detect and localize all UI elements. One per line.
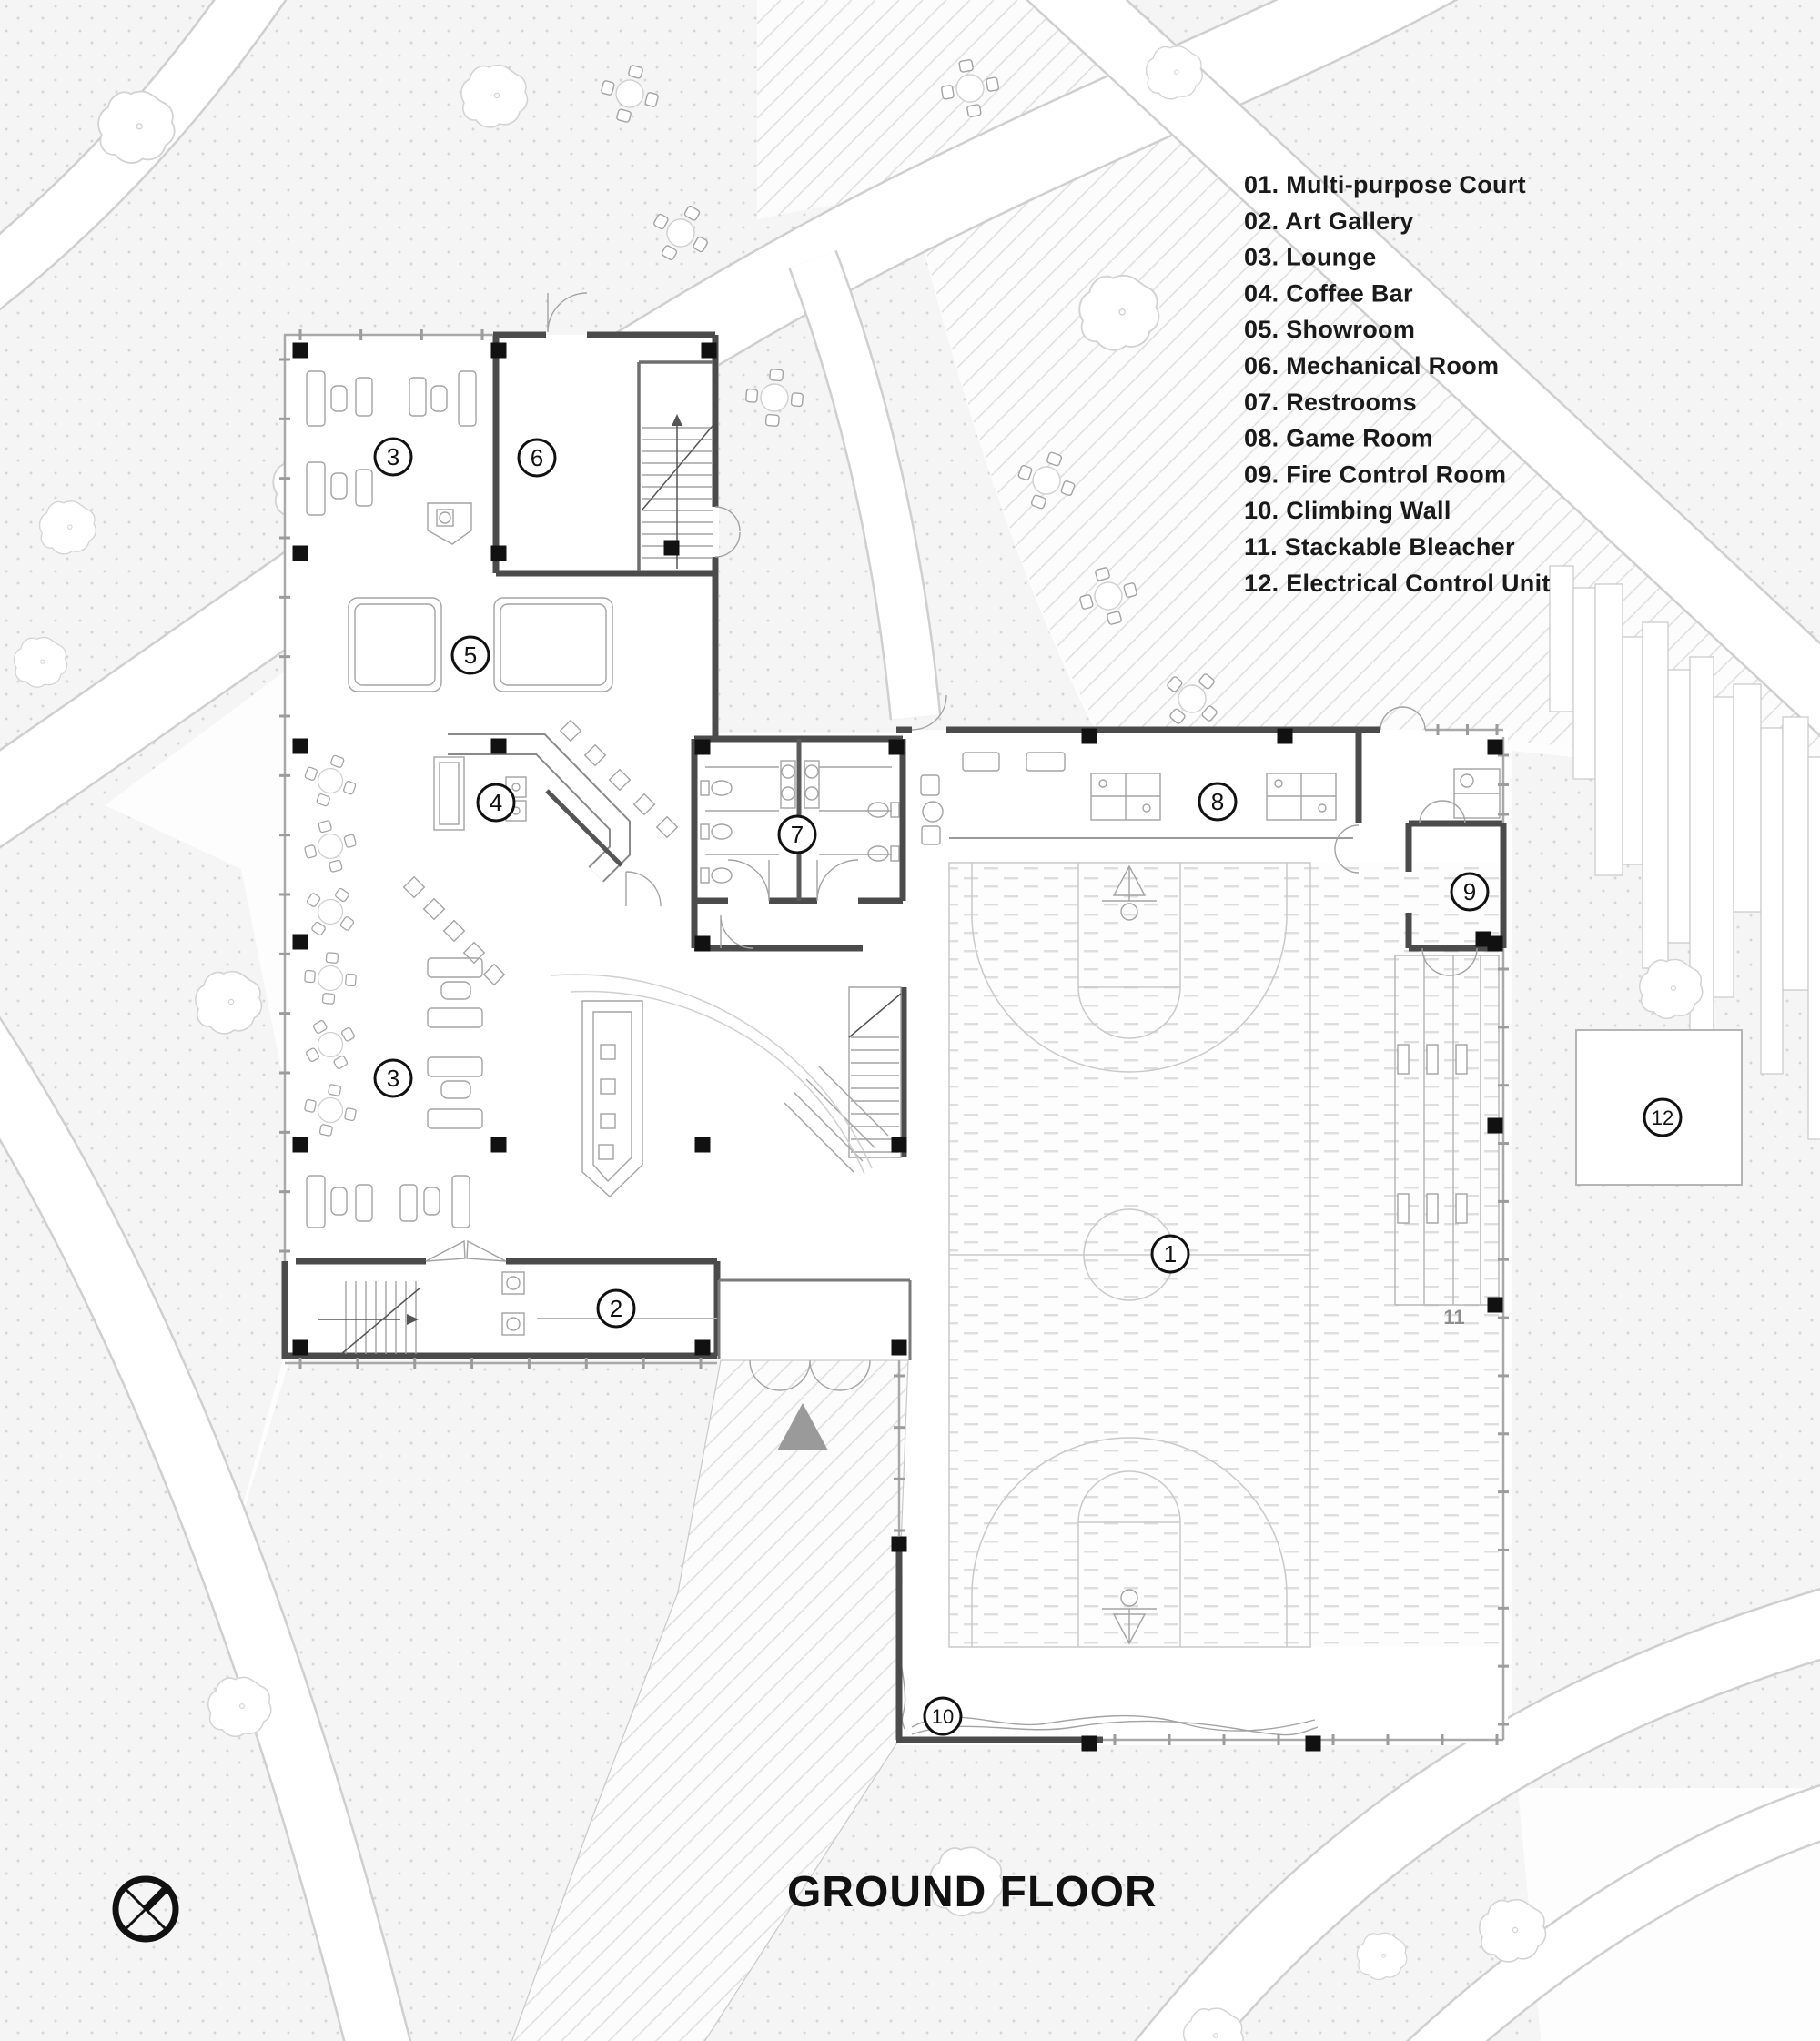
room-marker-8: 8	[1198, 782, 1238, 822]
stair-lobby	[551, 974, 902, 1175]
structural-columns	[292, 342, 1503, 1752]
lawn-area	[1512, 751, 1820, 1788]
bleacher-number-label: 11	[1443, 1306, 1464, 1329]
paver-planks	[1549, 565, 1820, 1140]
toilet-icon	[700, 780, 733, 796]
legend-item-08: 08. Game Room	[1244, 425, 1433, 452]
legend-item-01: 01. Multi-purpose Court	[1244, 171, 1526, 198]
furniture	[294, 370, 1501, 1336]
tree-icon	[1078, 274, 1160, 351]
room-marker-5: 5	[450, 635, 490, 675]
svg-text:3: 3	[387, 1065, 399, 1092]
tree-icon	[97, 90, 176, 164]
restroom-fixtures	[700, 760, 900, 884]
room-marker-2: 2	[596, 1288, 636, 1329]
svg-text:1: 1	[1164, 1240, 1177, 1268]
north-arrow-icon	[112, 1875, 179, 1943]
room-marker-9: 9	[1450, 872, 1490, 912]
multi-purpose-court	[948, 862, 1500, 1648]
ping-pong-table-icon	[1266, 773, 1337, 821]
coffee-bar	[402, 719, 679, 1197]
room-marker-4: 4	[476, 783, 516, 823]
basketball-hoop-icon	[1102, 1589, 1157, 1645]
page-title: GROUND FLOOR	[787, 1868, 1158, 1916]
game-room-furniture	[920, 752, 1501, 845]
tree-icon	[38, 500, 96, 555]
svg-text:2: 2	[610, 1295, 622, 1322]
legend-item-06: 06. Mechanical Room	[1244, 352, 1499, 379]
tree-icon	[1639, 958, 1704, 1019]
room-marker-10: 10	[923, 1696, 963, 1736]
room-marker-7: 7	[777, 814, 817, 854]
toilet-icon	[867, 845, 900, 862]
toilet-icon	[700, 867, 733, 884]
legend-item-07: 07. Restrooms	[1244, 389, 1417, 416]
room-marker-12: 12	[1643, 1097, 1683, 1137]
showroom-platforms	[348, 597, 613, 692]
svg-text:8: 8	[1211, 788, 1224, 815]
stair-gallery	[318, 1281, 421, 1355]
svg-text:3: 3	[387, 443, 399, 470]
toilet-icon	[867, 802, 900, 818]
svg-text:5: 5	[464, 642, 477, 669]
tree-icon	[13, 636, 68, 688]
room-marker-3: 3	[373, 437, 413, 477]
entrance-triangle-icon	[777, 1403, 828, 1450]
svg-text:12: 12	[1652, 1106, 1673, 1129]
svg-text:6: 6	[531, 444, 543, 471]
legend-item-02: 02. Art Gallery	[1244, 207, 1414, 235]
stackable-bleacher	[1394, 955, 1500, 1306]
entry-walkway	[511, 1359, 909, 2041]
room-marker-6: 6	[517, 438, 557, 478]
svg-text:9: 9	[1463, 878, 1476, 905]
doors	[425, 292, 1478, 1391]
ping-pong-table-icon	[1090, 773, 1161, 821]
tree-icon	[1479, 1898, 1547, 1963]
window-bands	[279, 329, 1509, 1745]
tree-icon	[1356, 1932, 1408, 1981]
room-marker-3: 3	[373, 1058, 413, 1098]
tree-icon	[207, 1676, 272, 1737]
stairs	[318, 414, 902, 1355]
lounge-upper-furniture	[306, 370, 477, 545]
building	[279, 292, 1743, 2041]
legend-item-09: 09. Fire Control Room	[1244, 460, 1506, 488]
svg-text:4: 4	[490, 789, 502, 816]
tree-icon	[1145, 45, 1203, 100]
legend: 01. Multi-purpose Court 02. Art Gallery 03…	[1244, 171, 1551, 597]
legend-item-11: 11. Stackable Bleacher	[1244, 533, 1515, 561]
legend-item-10: 10. Climbing Wall	[1244, 497, 1451, 524]
lawn-area	[713, 195, 1097, 733]
walls	[281, 331, 1507, 1743]
svg-text:10: 10	[932, 1705, 954, 1728]
basketball-hoop-icon	[1102, 864, 1157, 921]
lounge-lower-furniture	[306, 957, 483, 1228]
legend-item-03: 03. Lounge	[1244, 244, 1377, 271]
svg-text:7: 7	[791, 821, 804, 848]
bar-stools	[402, 719, 679, 986]
toilet-icon	[700, 823, 733, 840]
room-marker-1: 1	[1150, 1234, 1190, 1274]
legend-item-04: 04. Coffee Bar	[1244, 279, 1413, 307]
tree-icon	[195, 970, 263, 1035]
tree-icon	[460, 64, 529, 128]
legend-item-12: 12. Electrical Control Unit	[1244, 570, 1551, 597]
legend-item-05: 05. Showroom	[1244, 316, 1415, 343]
